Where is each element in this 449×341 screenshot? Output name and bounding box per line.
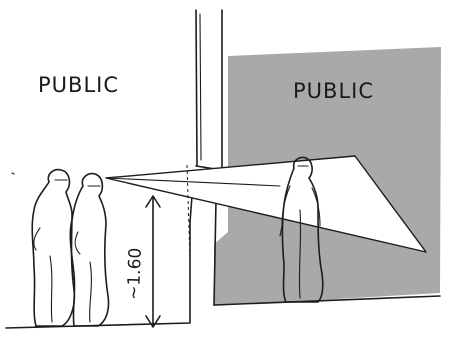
left-space-tick	[11, 172, 15, 175]
sightline-axis	[105, 177, 281, 187]
left-zone-label: PUBLIC	[38, 73, 119, 97]
left-ground-line	[5, 221, 191, 329]
eye-height-label: ~1.60	[124, 247, 146, 300]
left-veiled-figures	[31, 168, 110, 327]
right-zone-label: PUBLIC	[293, 79, 374, 103]
eye-height-dimension	[145, 195, 161, 328]
right-robed-figure	[279, 156, 324, 303]
sightline-cone	[105, 155, 427, 253]
